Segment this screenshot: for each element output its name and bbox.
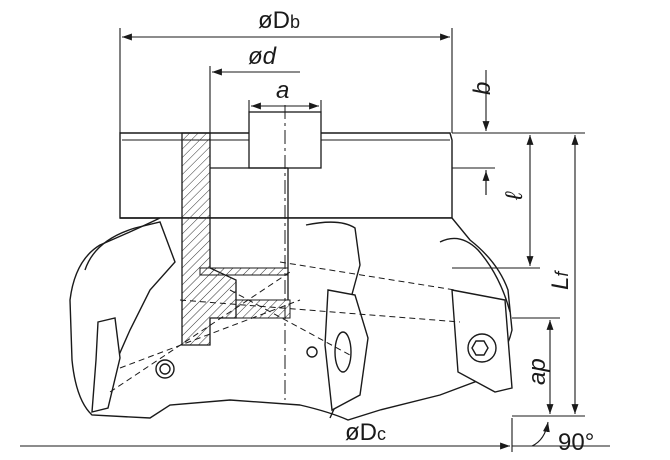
right-pocket bbox=[439, 237, 511, 313]
center-screw bbox=[334, 331, 352, 373]
label-90: 90° bbox=[558, 429, 594, 456]
label-b: b bbox=[469, 82, 496, 95]
label-Dc: øDc bbox=[345, 419, 386, 446]
coolant-hole bbox=[155, 359, 175, 379]
labels: øDb ød a b ℓ Lf ap øDc 90° bbox=[248, 7, 594, 456]
cutter-body bbox=[69, 132, 513, 421]
label-Lf: Lf bbox=[547, 270, 574, 290]
body-outline bbox=[69, 217, 513, 421]
left-pocket bbox=[84, 221, 176, 411]
dimension-lines bbox=[20, 28, 610, 452]
insert-screw bbox=[467, 333, 497, 363]
label-ap: ap bbox=[524, 358, 551, 385]
left-insert bbox=[91, 317, 121, 413]
label-d: ød bbox=[248, 43, 277, 70]
label-a: a bbox=[276, 77, 289, 104]
label-Db: øDb bbox=[258, 7, 300, 34]
section-hatch bbox=[181, 132, 291, 346]
hidden-lines bbox=[109, 105, 461, 400]
label-l: ℓ bbox=[501, 191, 528, 201]
